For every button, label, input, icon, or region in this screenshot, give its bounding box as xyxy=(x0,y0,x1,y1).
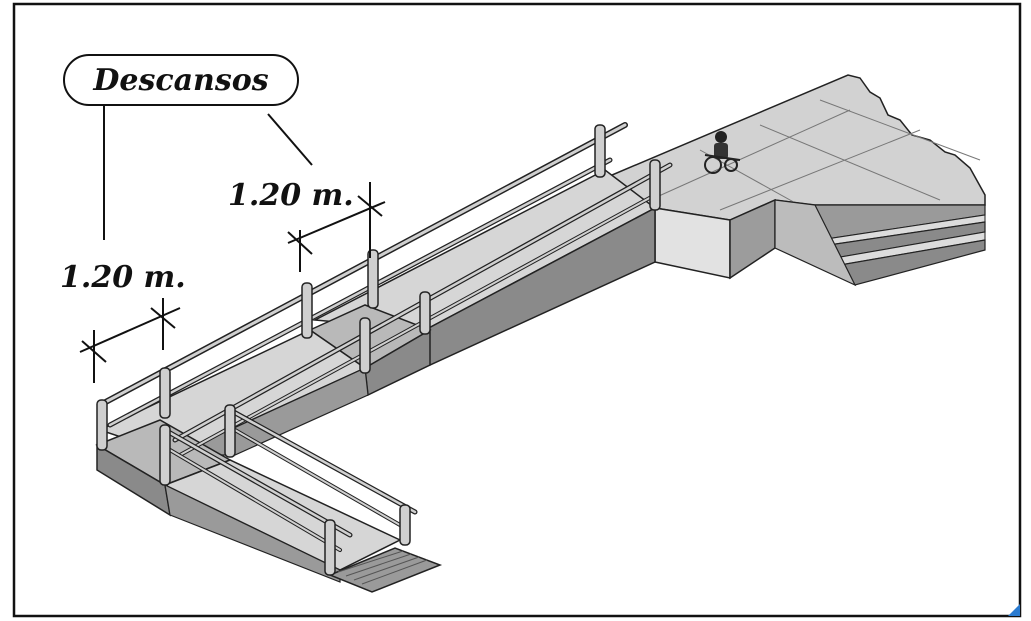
corner-mark xyxy=(1008,604,1020,616)
dimension-label-upper: 1.20 m. xyxy=(228,178,354,213)
dimension-label-lower: 1.20 m. xyxy=(60,260,186,295)
callout-leaders xyxy=(103,102,313,240)
dimension-upper xyxy=(287,182,386,272)
rail-posts xyxy=(96,124,661,576)
dimension-lower xyxy=(79,298,181,383)
upper-plaza xyxy=(603,74,986,287)
wheelchair-user-icon xyxy=(704,131,741,174)
callout-label: Descansos xyxy=(92,63,268,98)
descansos-callout: Descansos xyxy=(63,54,299,106)
